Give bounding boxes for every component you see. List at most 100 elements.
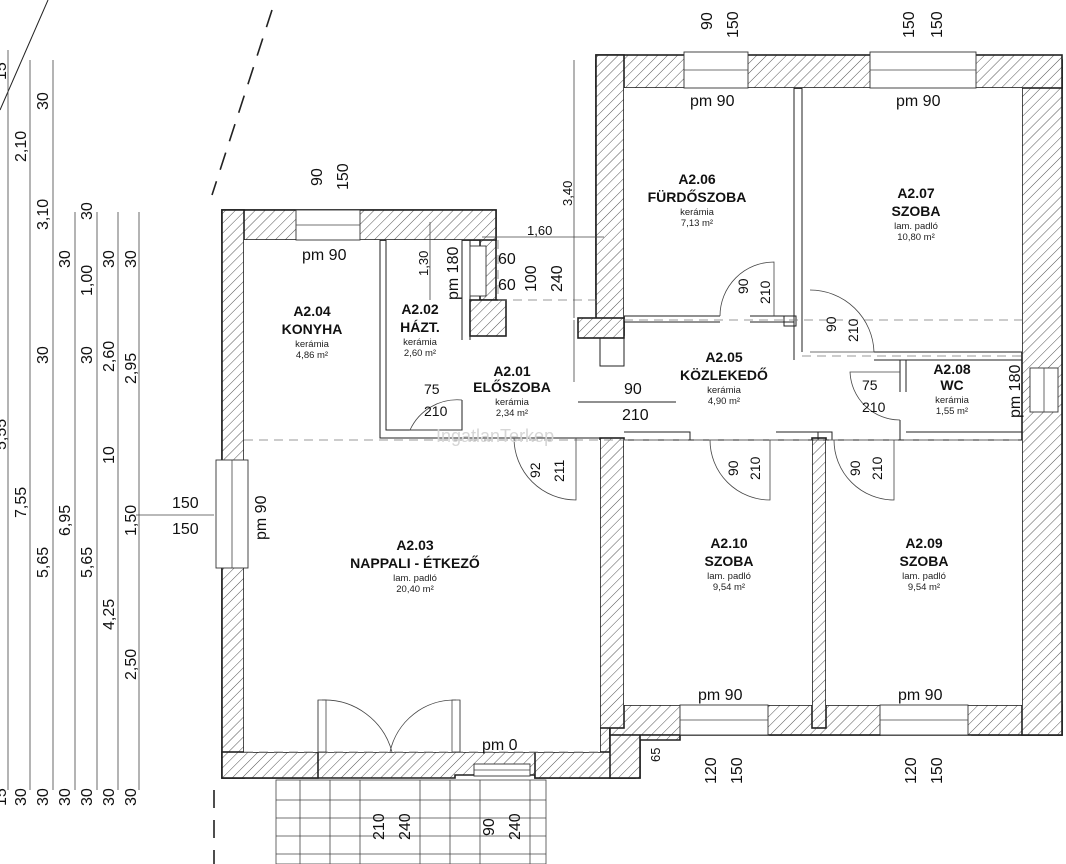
pm-left: pm 90	[253, 495, 270, 540]
room-a2-07: A2.07 SZOBA lam. padló 10,80 m²	[892, 185, 941, 243]
dim-r10-210: 210	[747, 456, 763, 480]
dim-lc4-a: 30	[101, 250, 118, 268]
dim-wc-75: 75	[862, 377, 878, 393]
dim-lc5-c: 1,50	[123, 505, 140, 536]
pm-kitchen: pm 90	[302, 247, 347, 264]
dim-lc4-b: 2,60	[101, 341, 118, 372]
dim-lc5-e: 30	[123, 788, 140, 806]
wall-bottom-left	[221, 751, 319, 779]
svg-text:lam. padló: lam. padló	[393, 573, 437, 584]
dim-door-210: 210	[371, 813, 388, 840]
svg-text:kerámia: kerámia	[495, 397, 530, 408]
dim-lc2-e: 5,65	[35, 547, 52, 578]
dim-bath-90: 90	[735, 278, 751, 294]
svg-text:2,60 m²: 2,60 m²	[404, 348, 436, 359]
pm-bottom-room10: pm 90	[698, 687, 743, 704]
floor-areas	[244, 88, 1022, 752]
svg-text:10,80 m²: 10,80 m²	[897, 232, 935, 243]
dim-240: 240	[549, 265, 566, 292]
door-wc	[849, 371, 901, 421]
dim-entry-210: 210	[424, 403, 448, 419]
dim-lc1-a: 2,10	[13, 131, 30, 162]
dim-door-240: 240	[397, 813, 414, 840]
room-a2-08: A2.08 WC kerámia 1,55 m²	[933, 361, 971, 417]
dim-lc3-a: 30	[79, 202, 96, 220]
dim-bot-150b: 150	[929, 757, 946, 784]
dim-lc4-e: 30	[101, 788, 118, 806]
svg-text:lam. padló: lam. padló	[707, 571, 751, 582]
room-a2-02: A2.02 HÁZT. kerámia 2,60 m²	[400, 301, 440, 359]
dim-edge-top: 15	[0, 62, 10, 80]
dim-lc2-f: 30	[35, 788, 52, 806]
door-hazt	[409, 399, 463, 431]
dim-60a: 60	[498, 251, 516, 268]
svg-text:kerámia: kerámia	[935, 395, 970, 406]
dim-bath-210: 210	[757, 280, 773, 304]
dim-lc2-d: 6,95	[57, 505, 74, 536]
dim-lc2-b: 30	[57, 250, 74, 268]
pm-bottom-room09: pm 90	[898, 687, 943, 704]
dashed-lines	[244, 240, 1022, 753]
svg-text:A2.08: A2.08	[933, 361, 971, 377]
wall-entry-top	[469, 299, 507, 337]
dim-lc5-b: 2,95	[123, 353, 140, 384]
room-a2-05: A2.05 KÖZLEKEDŐ kerámia 4,90 m²	[680, 349, 768, 407]
room-a2-04: A2.04 KONYHA kerámia 4,86 m²	[282, 303, 343, 361]
dim-lc3-b: 1,00	[79, 265, 96, 296]
svg-text:A2.06: A2.06	[678, 171, 716, 187]
dim-edge-bot: 15	[0, 788, 10, 806]
svg-text:SZOBA: SZOBA	[705, 553, 754, 569]
svg-text:A2.09: A2.09	[905, 535, 943, 551]
windows	[215, 51, 1059, 777]
door-room07	[809, 289, 875, 353]
room-a2-03: A2.03 NAPPALI - ÉTKEZŐ lam. padló 20,40 …	[350, 537, 480, 595]
pm-right: pm 180	[1007, 365, 1024, 418]
dim-kit-1: 90	[309, 168, 326, 186]
svg-text:2,34 m²: 2,34 m²	[496, 408, 528, 419]
dim-door-240b: 240	[507, 813, 524, 840]
svg-text:WC: WC	[940, 377, 963, 393]
dim-cor-90: 90	[624, 381, 642, 398]
terrace-paving	[275, 779, 547, 864]
svg-text:A2.03: A2.03	[396, 537, 434, 553]
dim-cor-210: 210	[622, 407, 649, 424]
svg-text:A2.07: A2.07	[897, 185, 935, 201]
dim-bot-120a: 120	[703, 757, 720, 784]
dim-top-a1: 90	[699, 12, 716, 30]
left-dimension-lines	[7, 50, 604, 790]
door-room10	[709, 439, 771, 501]
svg-text:20,40 m²: 20,40 m²	[396, 584, 434, 595]
room-labels: A2.04 KONYHA kerámia 4,86 m² A2.02 HÁZT.…	[282, 171, 971, 595]
dim-lc1-b: 3,10	[35, 199, 52, 230]
wall-entry-right	[577, 317, 625, 339]
dim-211: 211	[551, 459, 567, 482]
dim-r09-90: 90	[847, 460, 863, 476]
svg-text:A2.05: A2.05	[705, 349, 743, 365]
dim-room07-210: 210	[845, 318, 861, 342]
dim-65: 65	[648, 748, 663, 762]
pm-hazt: pm 180	[445, 247, 462, 300]
svg-text:A2.10: A2.10	[710, 535, 748, 551]
dim-lc2-a: 30	[35, 346, 52, 364]
site-boundary-dashed	[211, 9, 273, 196]
dim-kit-2: 150	[335, 163, 352, 190]
dim-left-150b: 150	[172, 521, 199, 538]
dim-lc3-d: 5,65	[79, 547, 96, 578]
dim-1-30: 1,30	[416, 251, 431, 276]
dim-room07-90: 90	[823, 316, 839, 332]
svg-text:NAPPALI - ÉTKEZŐ: NAPPALI - ÉTKEZŐ	[350, 554, 480, 571]
room-a2-09: A2.09 SZOBA lam. padló 9,54 m²	[900, 535, 949, 593]
parapet-labels: pm 90 pm 90 pm 90 pm 180 pm 90 pm 180 pm…	[253, 93, 1024, 754]
wall-mid-vertical	[599, 437, 625, 729]
door-bath	[719, 261, 775, 317]
svg-text:9,54 m²: 9,54 m²	[908, 582, 940, 593]
pm-top-room07: pm 90	[896, 93, 941, 110]
svg-text:HÁZT.: HÁZT.	[400, 319, 440, 335]
window-hazt	[469, 245, 487, 297]
pm-top-bath: pm 90	[690, 93, 735, 110]
door-living	[513, 437, 577, 501]
dim-top-a2: 150	[725, 11, 742, 38]
room-a2-10: A2.10 SZOBA lam. padló 9,54 m²	[705, 535, 754, 593]
dim-lc1-c: 30	[35, 92, 52, 110]
